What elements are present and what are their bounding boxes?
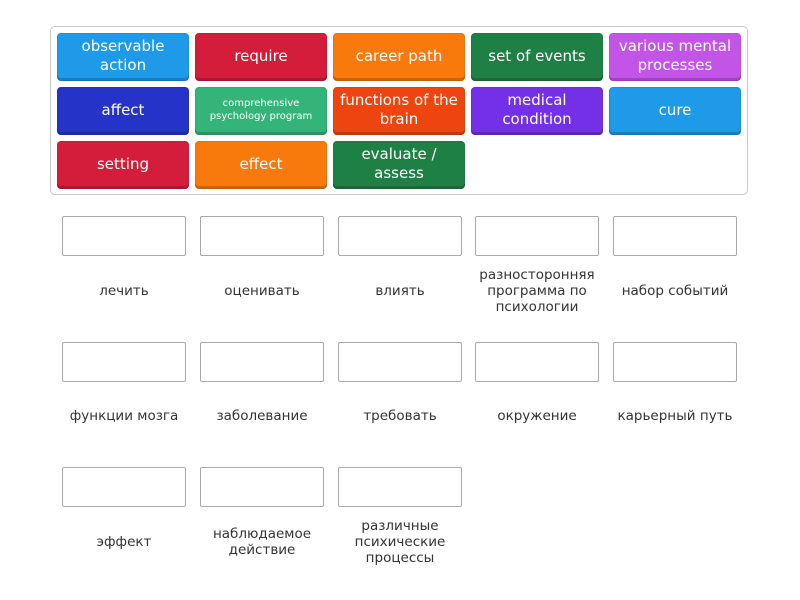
tile-comprehensive-psychology-program[interactable]: comprehensive psychology program: [195, 87, 327, 135]
drop-slot[interactable]: [338, 342, 462, 382]
tile-affect[interactable]: affect: [57, 87, 189, 135]
drop-slot[interactable]: [613, 342, 737, 382]
target-label: эффект: [96, 534, 152, 550]
tile-evaluate-assess[interactable]: evaluate / assess: [333, 141, 465, 189]
target-label: различные психические процессы: [354, 518, 446, 566]
drop-slot[interactable]: [475, 216, 599, 256]
tile-setting[interactable]: setting: [57, 141, 189, 189]
tile-cure[interactable]: cure: [609, 87, 741, 135]
target-label: требовать: [363, 408, 437, 424]
target-label: оценивать: [224, 283, 300, 299]
drop-slot[interactable]: [200, 467, 324, 507]
drop-slot[interactable]: [338, 467, 462, 507]
drop-slot[interactable]: [62, 216, 186, 256]
drop-slot[interactable]: [62, 342, 186, 382]
drop-slot[interactable]: [613, 216, 737, 256]
drop-slot[interactable]: [200, 342, 324, 382]
target-label: разносторонняя программа по психологии: [479, 267, 595, 315]
target-label: влиять: [375, 283, 425, 299]
drop-slot[interactable]: [200, 216, 324, 256]
tile-career-path[interactable]: career path: [333, 33, 465, 81]
drop-slot[interactable]: [475, 342, 599, 382]
drop-slot[interactable]: [338, 216, 462, 256]
target-label: функции мозга: [69, 408, 179, 424]
tile-require[interactable]: require: [195, 33, 327, 81]
tile-medical-condition[interactable]: medical condition: [471, 87, 603, 135]
target-label: наблюдаемое действие: [212, 526, 312, 558]
target-label: карьерный путь: [617, 408, 733, 424]
target-label: окружение: [497, 408, 577, 424]
tile-effect[interactable]: effect: [195, 141, 327, 189]
tile-functions-of-the-brain[interactable]: functions of the brain: [333, 87, 465, 135]
tile-various-mental-processes[interactable]: various mental processes: [609, 33, 741, 81]
target-label: набор событий: [621, 283, 729, 299]
target-label: лечить: [99, 283, 149, 299]
tile-set-of-events[interactable]: set of events: [471, 33, 603, 81]
tile-observable-action[interactable]: observable action: [57, 33, 189, 81]
drop-slot[interactable]: [62, 467, 186, 507]
target-label: заболевание: [216, 408, 308, 424]
